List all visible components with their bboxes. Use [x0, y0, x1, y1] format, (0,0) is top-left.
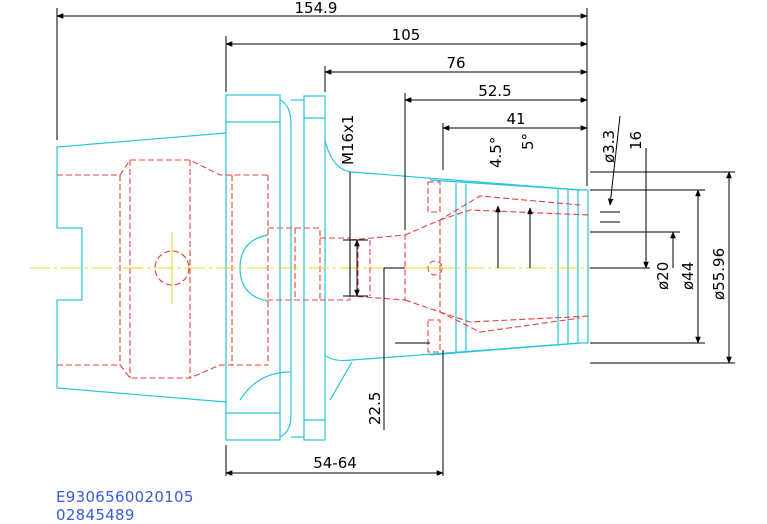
flange-groove [279, 99, 292, 438]
dim-54-64-label: 54-64 [313, 454, 357, 472]
dim-52-5-label: 52.5 [478, 82, 511, 100]
part-number: 02845489 [56, 506, 135, 524]
dia-44-label: ø44 [679, 262, 697, 290]
dia-3-3-label: ø3.3 [600, 130, 618, 163]
part-outline [56, 94, 589, 441]
thread-label: M16x1 [339, 115, 357, 165]
dimension-lines [56, 8, 735, 476]
angle-5-label: 5° [519, 133, 537, 150]
dim-76-label: 76 [446, 54, 465, 72]
hidden-lines [57, 159, 591, 379]
dia-55-96-label: ø55.96 [710, 248, 728, 300]
collet-nose [429, 179, 589, 356]
dim-154-9-label: 154.9 [295, 0, 338, 17]
angle-4-5-label: 4.5° [487, 137, 505, 168]
dim-41-label: 41 [506, 110, 525, 128]
dimension-labels: 154.9 105 76 52.5 41 54-64 M16x1 4.5° 5°… [295, 0, 728, 472]
part-code: E9306560020105 [56, 488, 194, 506]
dim-105-label: 105 [392, 26, 421, 44]
dim-22-5-label: 22.5 [366, 392, 384, 425]
dim-3-3-leader [607, 115, 621, 206]
neck-curve [324, 139, 581, 191]
taper-shank-outline [56, 132, 227, 403]
dia-20-label: ø20 [654, 262, 672, 290]
centerline [30, 232, 612, 304]
dim-16-label: 16 [627, 131, 645, 150]
